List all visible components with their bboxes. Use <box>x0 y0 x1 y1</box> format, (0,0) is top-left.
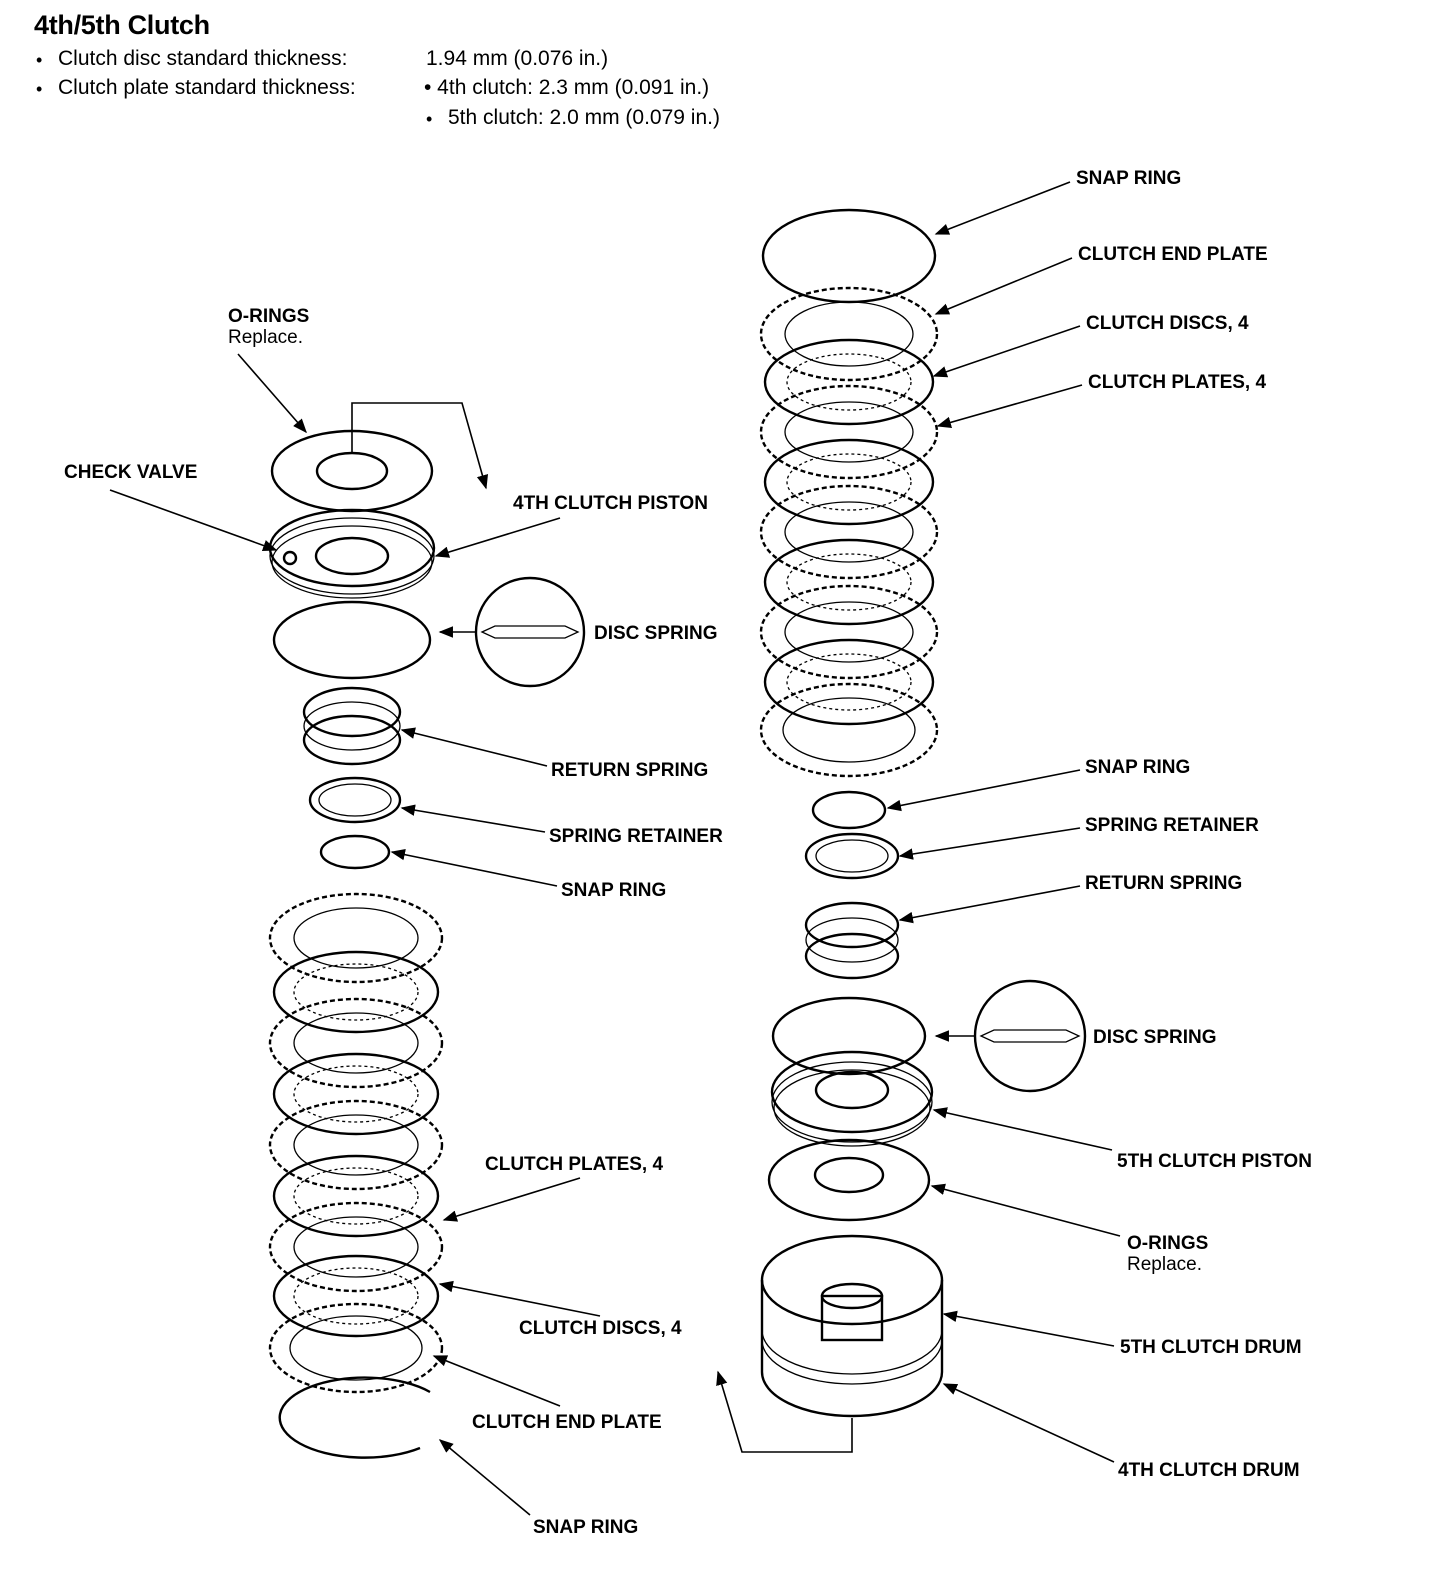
label-left-snap-ring-large: SNAP RING <box>533 1517 638 1538</box>
left-return-spring <box>302 686 402 766</box>
leader-left-clutch-discs <box>438 1280 601 1317</box>
label-right-return-spring: RETURN SPRING <box>1085 873 1242 894</box>
leader-right-clutch-end-plate <box>934 257 1073 315</box>
leader-left-spring-retainer <box>400 804 546 833</box>
leader-right-clutch-discs <box>932 325 1081 378</box>
spec-disc-thickness-value: 1.94 mm (0.076 in.) <box>426 47 609 70</box>
leader-left-clutch-plates <box>442 1177 581 1222</box>
left-assembly-direction-arrow <box>351 402 489 490</box>
leader-4th-clutch-drum <box>942 1383 1115 1463</box>
left-snap-ring-small <box>319 834 391 870</box>
label-left-clutch-end-plate: CLUTCH END PLATE <box>472 1412 662 1433</box>
label-check-valve: CHECK VALVE <box>64 462 197 483</box>
label-right-snap-ring-small: SNAP RING <box>1085 757 1190 778</box>
label-right-clutch-plates: CLUTCH PLATES, 4 <box>1088 372 1266 393</box>
leader-5th-clutch-drum <box>942 1310 1115 1347</box>
right-clutch-end-plate <box>759 286 939 382</box>
leader-left-snap-ring-large <box>438 1439 531 1516</box>
leader-left-snap-ring-small <box>390 848 558 887</box>
leader-right-snap-ring-large <box>934 181 1071 235</box>
spec-bullet-3: • <box>426 109 433 129</box>
leader-right-clutch-plates <box>936 384 1083 428</box>
leader-right-snap-ring-small <box>886 769 1081 812</box>
spec-bullet-2: • <box>36 79 43 99</box>
label-right-clutch-end-plate: CLUTCH END PLATE <box>1078 244 1268 265</box>
label-right-o-rings: O-RINGS <box>1127 1233 1208 1254</box>
right-spring-retainer <box>804 832 900 880</box>
label-left-spring-retainer: SPRING RETAINER <box>549 826 723 847</box>
left-snap-ring-large <box>278 1376 431 1459</box>
label-left-clutch-discs: CLUTCH DISCS, 4 <box>519 1318 682 1339</box>
left-spring-retainer <box>308 776 402 824</box>
right-snap-ring-small <box>811 790 887 830</box>
right-o-rings <box>767 1138 931 1222</box>
label-4th-clutch-piston: 4TH CLUTCH PISTON <box>513 493 708 514</box>
clutch-drum <box>760 1234 944 1418</box>
label-left-o-rings-note: Replace. <box>228 327 303 348</box>
leader-check-valve <box>109 489 278 552</box>
left-disc-spring-detail <box>474 576 586 688</box>
label-5th-clutch-piston: 5TH CLUTCH PISTON <box>1117 1151 1312 1172</box>
label-left-o-rings: O-RINGS <box>228 306 309 327</box>
label-right-o-rings-note: Replace. <box>1127 1254 1202 1275</box>
leader-right-o-rings <box>930 1183 1121 1237</box>
leader-left-return-spring <box>400 727 548 767</box>
right-return-spring <box>804 901 900 980</box>
left-disc-spring <box>272 600 432 680</box>
spec-plate-5th-value: 5th clutch: 2.0 mm (0.079 in.) <box>448 106 720 129</box>
leader-5th-clutch-piston <box>932 1107 1113 1151</box>
label-left-snap-ring-small: SNAP RING <box>561 880 666 901</box>
leader-left-o-rings <box>237 353 307 434</box>
page-title: 4th/5th Clutch <box>34 10 210 40</box>
label-right-clutch-discs: CLUTCH DISCS, 4 <box>1086 313 1249 334</box>
label-left-clutch-plates: CLUTCH PLATES, 4 <box>485 1154 663 1175</box>
spec-plate-thickness-label: Clutch plate standard thickness: <box>58 76 356 99</box>
label-5th-clutch-drum: 5TH CLUTCH DRUM <box>1120 1337 1302 1358</box>
label-4th-clutch-drum: 4TH CLUTCH DRUM <box>1118 1460 1300 1481</box>
leader-right-return-spring <box>898 885 1081 924</box>
leader-4th-clutch-piston <box>434 517 561 558</box>
label-right-snap-ring-large: SNAP RING <box>1076 168 1181 189</box>
leader-left-clutch-end-plate <box>432 1355 561 1407</box>
right-clutch-pack <box>759 338 939 778</box>
spec-bullet-1: • <box>36 50 43 70</box>
left-4th-clutch-piston <box>268 508 436 599</box>
spec-plate-4th-value: • 4th clutch: 2.3 mm (0.091 in.) <box>424 76 710 99</box>
right-disc-spring <box>771 996 927 1076</box>
leader-right-spring-retainer <box>898 827 1081 860</box>
left-clutch-pack <box>268 892 444 1394</box>
label-left-return-spring: RETURN SPRING <box>551 760 708 781</box>
label-left-disc-spring: DISC SPRING <box>594 623 718 644</box>
label-right-disc-spring: DISC SPRING <box>1093 1027 1217 1048</box>
right-5th-clutch-piston <box>770 1050 934 1147</box>
spec-disc-thickness-label: Clutch disc standard thickness: <box>58 47 348 70</box>
label-right-spring-retainer: SPRING RETAINER <box>1085 815 1259 836</box>
right-assembly-direction-arrow <box>716 1370 853 1453</box>
right-disc-spring-detail <box>973 979 1087 1093</box>
page-header: 4th/5th Clutch • Clutch disc standard th… <box>0 0 1456 140</box>
